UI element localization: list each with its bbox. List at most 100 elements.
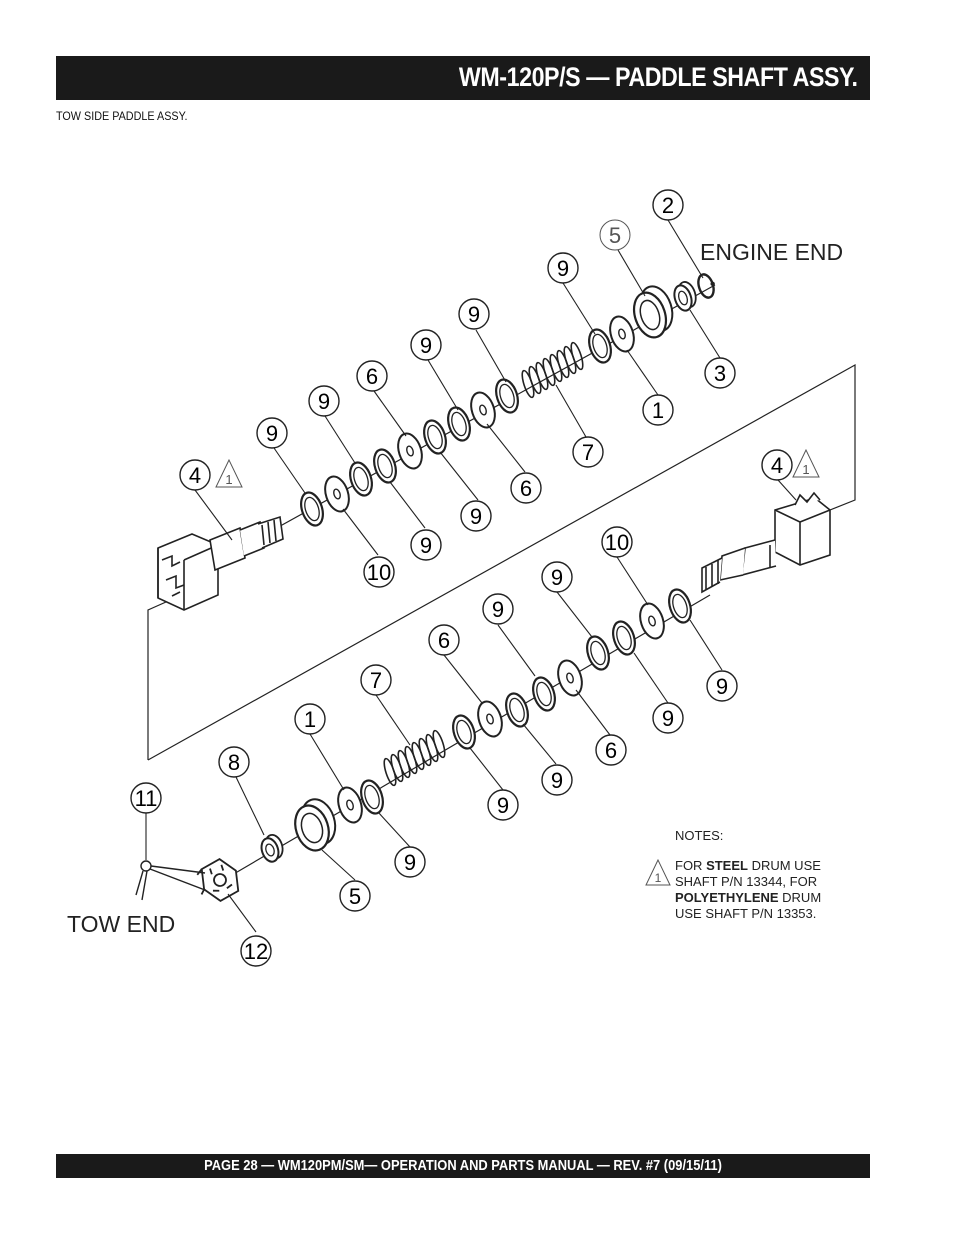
callout-9: 9 — [410, 529, 442, 561]
callout-11-text: 11 — [135, 786, 158, 811]
lower-spring — [381, 728, 448, 788]
notes-triangle-marker: 1 — [645, 858, 671, 886]
callouts-lower: 4 1 10 9 9 9 6 9 6 7 9 1 8 11 9 5 12 — [130, 448, 820, 967]
callout-9-text: 9 — [557, 256, 569, 281]
callout-4: 4 — [761, 449, 793, 481]
callout-9-extra: 9 — [487, 789, 519, 821]
callout-9-text: 9 — [662, 706, 674, 731]
callout-7: 7 — [572, 436, 604, 468]
callout-4: 4 — [179, 459, 211, 491]
callout-7: 7 — [360, 664, 392, 696]
header-bar: WM-120P/S — PADDLE SHAFT ASSY. — [56, 56, 870, 100]
callout-7-text: 7 — [582, 440, 594, 465]
callout-9: 9 — [541, 764, 573, 796]
callout-9: 9 — [547, 252, 579, 284]
notes-block: NOTES: FOR STEEL DRUM USE SHAFT P/N 1334… — [675, 828, 821, 922]
callout-12: 12 — [240, 935, 272, 967]
callout-9-text: 9 — [716, 674, 728, 699]
note-line-1: FOR STEEL DRUM USE — [675, 858, 821, 874]
callout-6: 6 — [510, 472, 542, 504]
callout-3-text: 3 — [714, 361, 726, 386]
triangle-note-marker: 1 — [215, 458, 243, 488]
callout-7-text: 7 — [370, 668, 382, 693]
callout-12-text: 12 — [244, 939, 268, 964]
callout-9-text: 9 — [420, 533, 432, 558]
callout-8: 8 — [218, 746, 250, 778]
note-line-4: USE SHAFT P/N 13353. — [675, 906, 817, 921]
callout-4-text: 4 — [771, 453, 783, 478]
callout-9: 9 — [256, 417, 288, 449]
triangle-note-marker: 1 — [792, 448, 820, 478]
callout-9-text: 9 — [266, 421, 278, 446]
upper-bushing — [673, 281, 697, 312]
callout-leaders — [145, 219, 797, 933]
lower-shaft-assembly — [135, 491, 831, 902]
callout-9-extra-text: 9 — [497, 793, 509, 818]
footer-bar: PAGE 28 — WM120PM/SM— OPERATION AND PART… — [56, 1154, 870, 1178]
callout-9-text: 9 — [470, 504, 482, 529]
callout-9-text: 9 — [551, 565, 563, 590]
note-polyethylene: POLYETHYLENE — [675, 890, 779, 905]
callout-1-text: 1 — [304, 707, 316, 732]
callout-9-text: 9 — [551, 768, 563, 793]
callout-8-text: 8 — [228, 750, 240, 775]
note-text: DRUM — [778, 890, 822, 905]
section-subtitle: TOW SIDE PADDLE ASSY. — [56, 109, 188, 123]
triangle-marker-text: 1 — [802, 462, 809, 477]
footer-text: PAGE 28 — WM120PM/SM— OPERATION AND PART… — [204, 1157, 722, 1174]
callout-5-text: 5 — [349, 884, 361, 909]
callout-9: 9 — [410, 329, 442, 361]
notes-title: NOTES: — [675, 828, 724, 843]
lower-shaft-yoke — [701, 491, 831, 594]
callout-10: 10 — [363, 556, 395, 588]
note-text: DRUM USE — [747, 858, 821, 873]
callout-9: 9 — [482, 593, 514, 625]
callout-6: 6 — [595, 734, 627, 766]
callout-10-text: 10 — [367, 560, 391, 585]
callout-10: 10 — [601, 526, 633, 558]
callout-9: 9 — [394, 846, 426, 878]
callout-1-text: 1 — [652, 398, 664, 423]
callout-10-text: 10 — [605, 530, 629, 555]
callout-6: 6 — [356, 360, 388, 392]
upper-bearing — [632, 285, 674, 339]
callout-9: 9 — [541, 561, 573, 593]
upper-shaft-assembly — [157, 273, 716, 611]
note-line-3: POLYETHYLENE DRUM — [675, 890, 821, 906]
callouts-upper: 2 5 9 3 1 9 7 9 6 9 6 9 9 9 9 10 4 1 — [179, 189, 736, 588]
note-line-2: SHAFT P/N 13344, FOR — [675, 874, 818, 889]
callout-9: 9 — [460, 500, 492, 532]
upper-spring — [519, 340, 586, 400]
engine-end-label: ENGINE END — [700, 239, 843, 265]
cotter-pin — [135, 860, 206, 901]
upper-snap-ring — [697, 273, 715, 299]
callout-11: 11 — [130, 782, 162, 814]
callout-9-text: 9 — [318, 389, 330, 414]
note-text: FOR — [675, 858, 707, 873]
notes-marker-text: 1 — [655, 871, 662, 885]
callout-6: 6 — [428, 624, 460, 656]
callout-4-text: 4 — [189, 463, 201, 488]
callout-9: 9 — [308, 385, 340, 417]
callout-9-text: 9 — [404, 850, 416, 875]
callout-6-text: 6 — [605, 738, 617, 763]
callout-5: 5 — [339, 880, 371, 912]
triangle-marker-text: 1 — [225, 472, 232, 487]
callout-6-text: 6 — [438, 628, 450, 653]
callout-9-text: 9 — [420, 333, 432, 358]
lower-bearing — [294, 798, 337, 852]
page-title: WM-120P/S — PADDLE SHAFT ASSY. — [459, 62, 858, 92]
callout-9-text: 9 — [492, 597, 504, 622]
upper-shaft-yoke — [157, 515, 284, 611]
lower-bushing — [260, 833, 284, 863]
callout-5-text: 5 — [609, 223, 621, 248]
callout-6-text: 6 — [520, 476, 532, 501]
callout-9: 9 — [458, 298, 490, 330]
callout-9: 9 — [652, 702, 684, 734]
callout-9: 9 — [706, 670, 738, 702]
callout-6-text: 6 — [366, 364, 378, 389]
callout-2: 2 — [652, 189, 684, 221]
tow-end-label: TOW END — [67, 911, 175, 937]
callout-3: 3 — [704, 357, 736, 389]
